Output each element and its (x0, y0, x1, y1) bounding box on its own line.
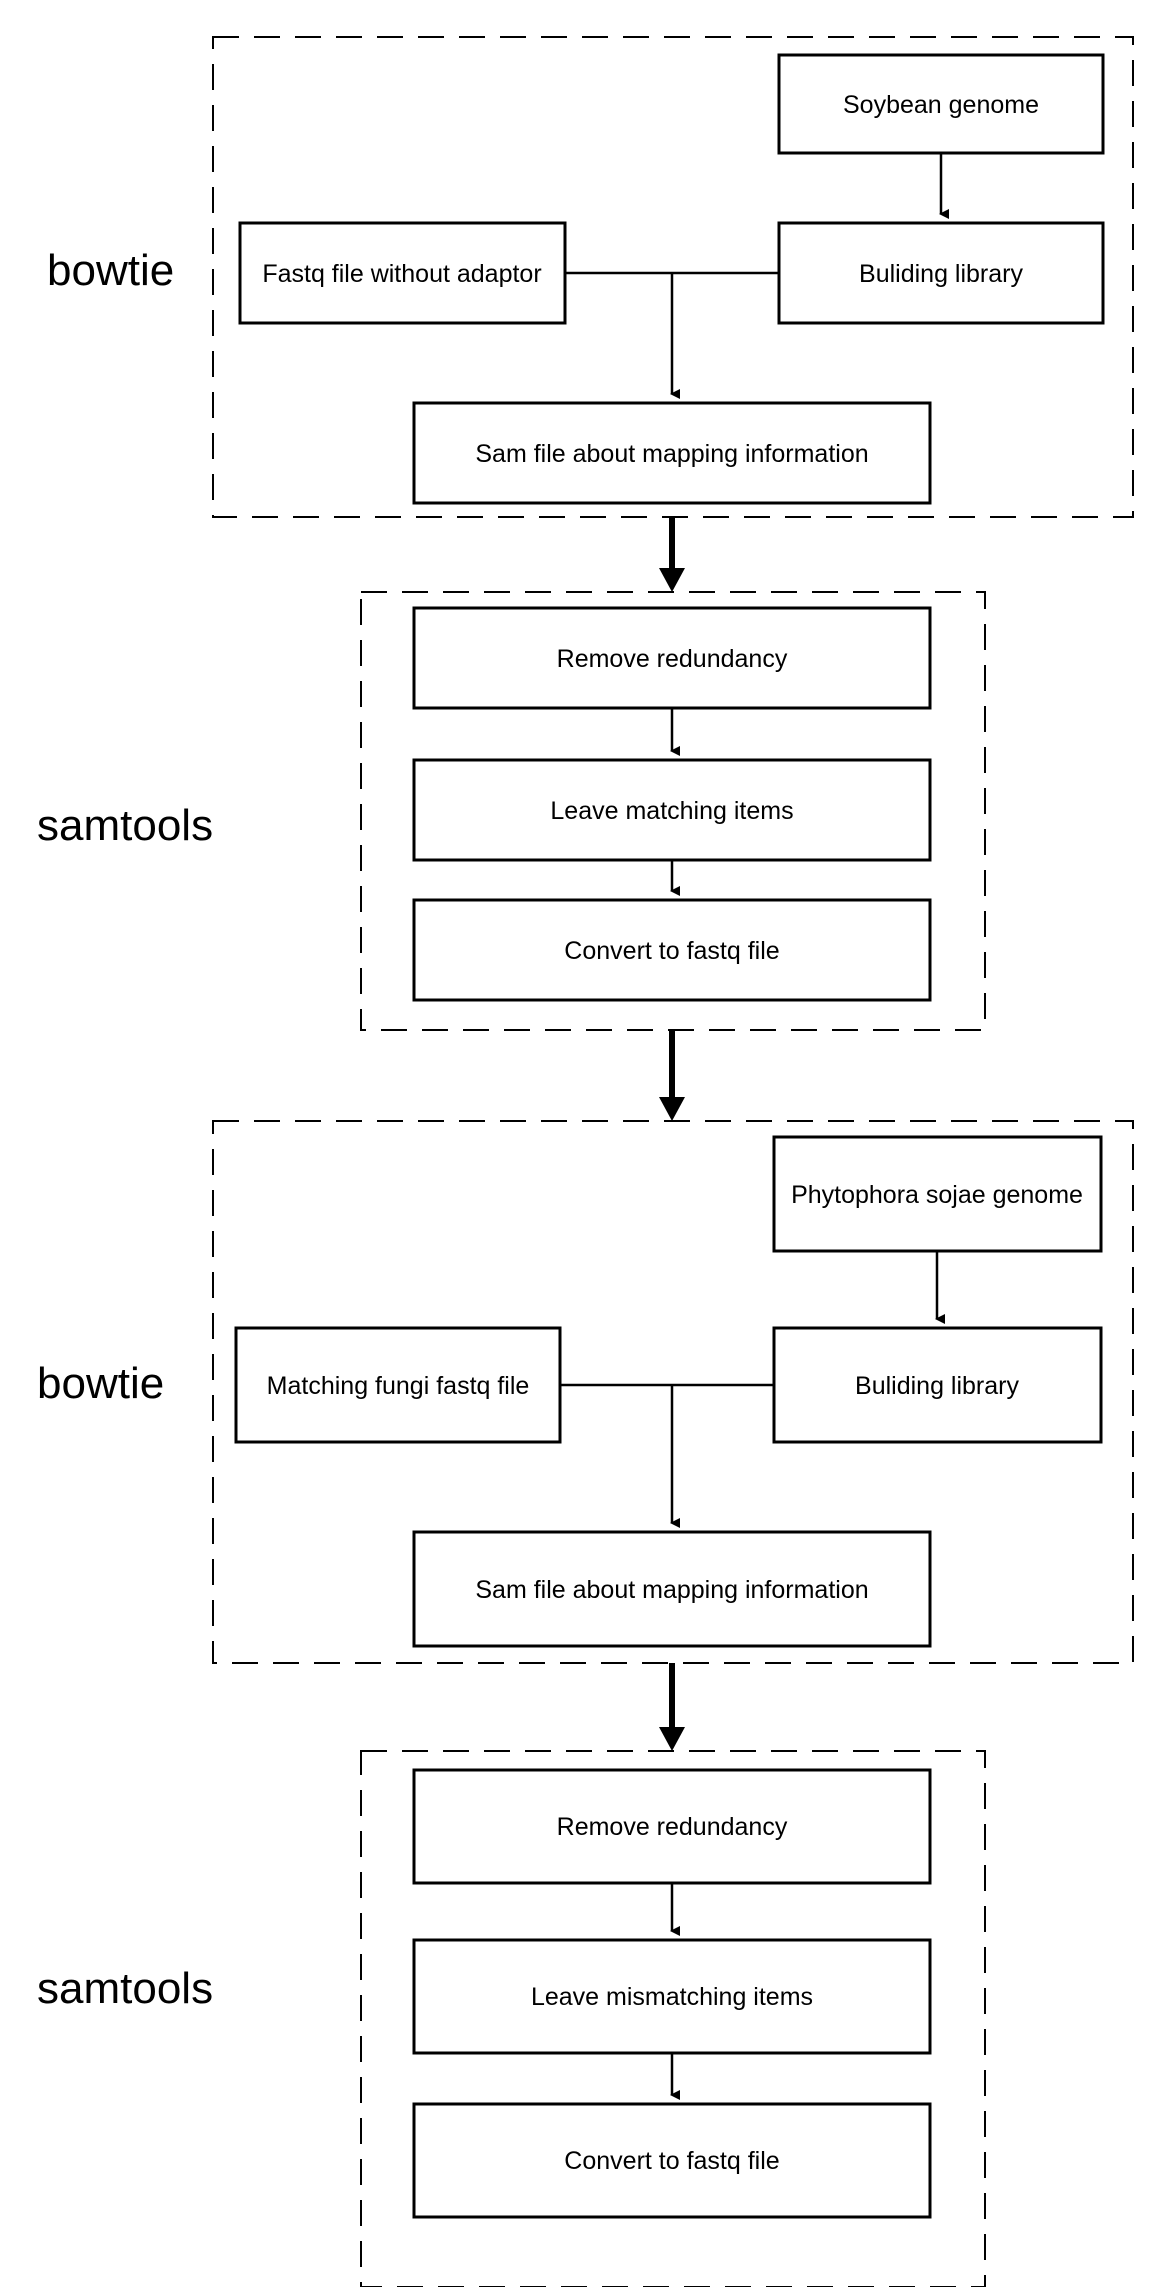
group-bowtie-2: bowtie Phytophora sojae genome Matching … (37, 1120, 1134, 1664)
svg-text:Buliding library: Buliding library (859, 260, 1023, 288)
svg-text:Remove redundancy: Remove redundancy (557, 1813, 788, 1841)
connector-1-2 (659, 517, 685, 592)
tool-label: samtools (37, 1964, 213, 2013)
group-frame (212, 1120, 1134, 1664)
svg-text:Matching fungi fastq file: Matching fungi fastq file (267, 1372, 530, 1400)
node-genome: Soybean genome (777, 53, 1105, 155)
svg-text:Fastq file without adaptor: Fastq file without adaptor (262, 260, 541, 288)
svg-text:Phytophora sojae genome: Phytophora sojae genome (791, 1181, 1083, 1209)
group-samtools-2: samtools Remove redundancy Leave mismatc… (37, 1750, 986, 2287)
node-library: Buliding library (772, 1326, 1103, 1444)
node-output: Sam file about mapping information (412, 1530, 932, 1648)
svg-text:Leave matching items: Leave matching items (550, 797, 793, 825)
node-library: Buliding library (777, 221, 1105, 325)
tool-label: bowtie (37, 1359, 164, 1408)
svg-text:Soybean genome: Soybean genome (843, 91, 1039, 119)
tool-label: bowtie (47, 246, 174, 295)
node-input: Matching fungi fastq file (234, 1326, 562, 1444)
node-step2: Leave matching items (412, 758, 932, 862)
node-output: Sam file about mapping information (412, 401, 932, 505)
node-input: Fastq file without adaptor (238, 221, 567, 325)
node-step3: Convert to fastq file (412, 898, 932, 1002)
group-frame (360, 1750, 986, 2287)
svg-text:Remove redundancy: Remove redundancy (557, 645, 788, 673)
node-step1: Remove redundancy (412, 606, 932, 710)
svg-text:Buliding library: Buliding library (855, 1372, 1019, 1400)
svg-text:Convert to fastq file: Convert to fastq file (564, 937, 779, 965)
node-step3: Convert to fastq file (412, 2102, 932, 2219)
node-step1: Remove redundancy (412, 1768, 932, 1885)
connector-2-3 (659, 1030, 685, 1121)
node-step2: Leave mismatching items (412, 1938, 932, 2055)
group-samtools-1: samtools Remove redundancy Leave matchin… (37, 591, 986, 1031)
node-genome: Phytophora sojae genome (772, 1135, 1103, 1253)
svg-text:Leave mismatching items: Leave mismatching items (531, 1983, 813, 2011)
svg-text:Sam file about mapping informa: Sam file about mapping information (475, 1576, 868, 1604)
svg-text:Convert to fastq file: Convert to fastq file (564, 2147, 779, 2175)
connector-3-4 (659, 1663, 685, 1751)
tool-label: samtools (37, 801, 213, 850)
group-bowtie-1: bowtie Soybean genome Fastq file without… (47, 36, 1134, 518)
svg-text:Sam file about mapping informa: Sam file about mapping information (475, 440, 868, 468)
